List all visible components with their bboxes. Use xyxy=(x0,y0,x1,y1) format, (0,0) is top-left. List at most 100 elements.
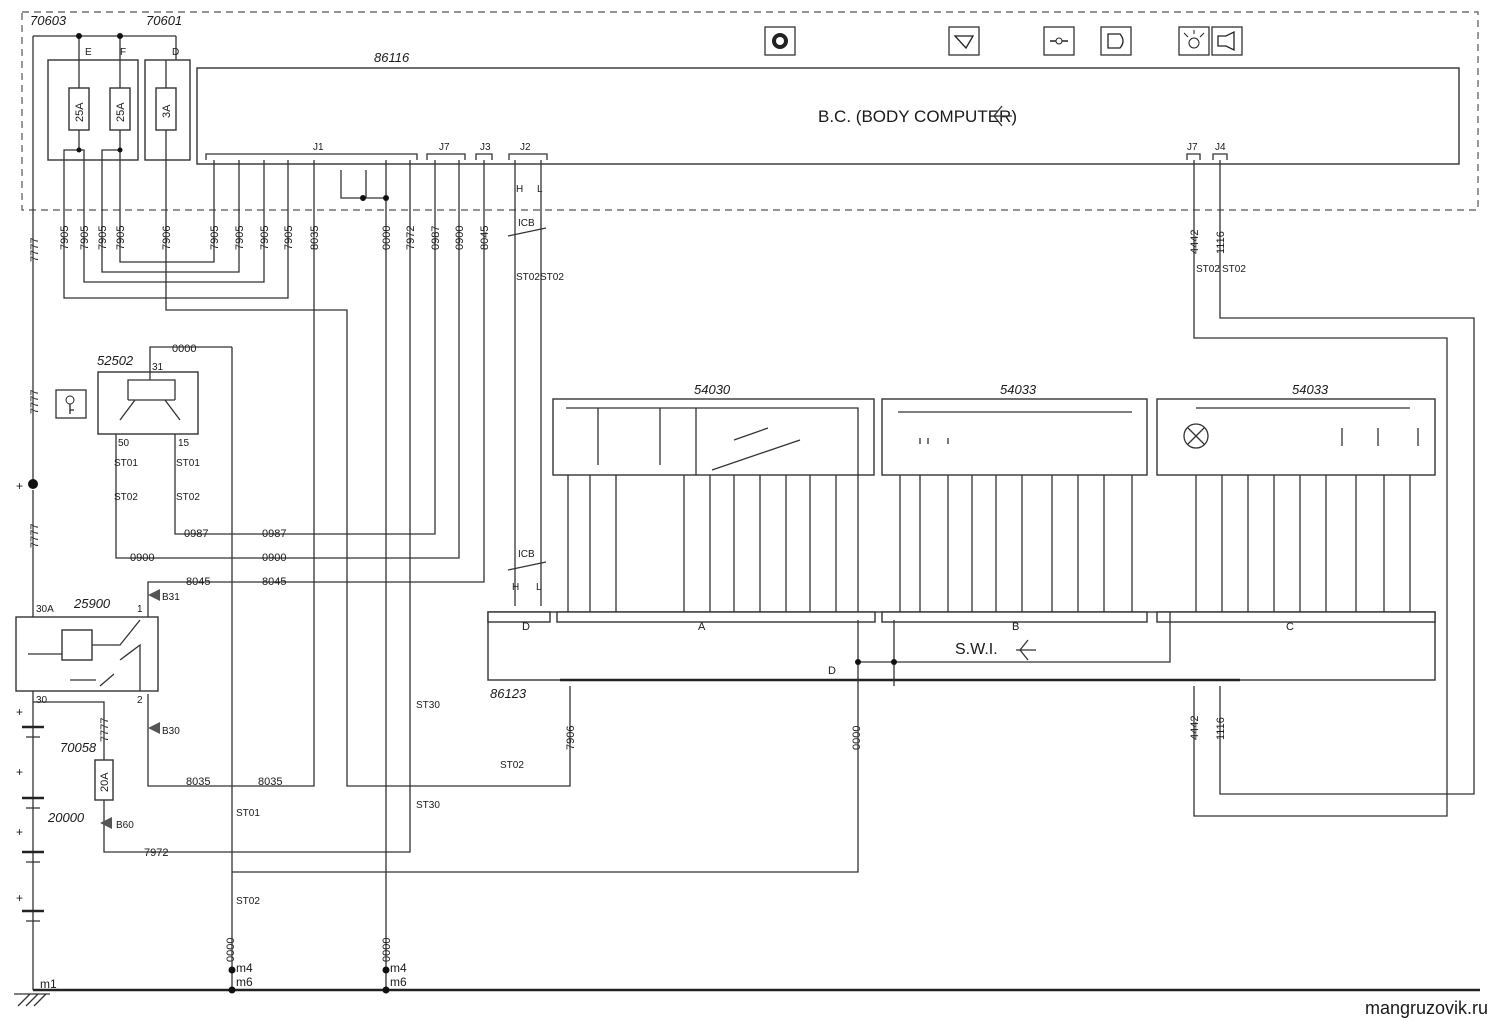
svg-text:0987: 0987 xyxy=(184,528,208,540)
conn-j1: J1 xyxy=(313,142,324,153)
svg-text:0000: 0000 xyxy=(381,226,393,250)
svg-text:8045: 8045 xyxy=(479,226,491,250)
svg-text:8045: 8045 xyxy=(262,576,286,588)
svg-text:ST30: ST30 xyxy=(416,800,440,811)
splice-labels: ST02 ST02 ST02 ST02 ST01 ST01 ST02 ST02 … xyxy=(114,264,1246,907)
svg-text:ST01: ST01 xyxy=(114,458,138,469)
svg-text:0900: 0900 xyxy=(262,552,286,564)
svg-text:+: + xyxy=(16,891,23,905)
label-86116: 86116 xyxy=(374,50,410,65)
ground-symbol xyxy=(990,105,1012,127)
svg-text:ST01: ST01 xyxy=(176,458,200,469)
svg-text:7906: 7906 xyxy=(565,726,577,750)
conn-j2: J2 xyxy=(520,142,531,153)
svg-text:B30: B30 xyxy=(162,726,180,737)
battery-20000: 20000 + + + + xyxy=(16,705,85,922)
svg-text:ST02: ST02 xyxy=(1222,264,1246,275)
svg-text:7905: 7905 xyxy=(234,226,246,250)
pin-d: D xyxy=(172,47,179,58)
bc-j2-h: H xyxy=(516,184,523,195)
ground-m4: m4 xyxy=(390,961,407,975)
bc-j2-l: L xyxy=(537,184,543,195)
svg-text:B31: B31 xyxy=(162,592,180,603)
icb-label-1: ICB xyxy=(518,218,535,229)
svg-text:B: B xyxy=(1012,621,1019,633)
svg-text:0000: 0000 xyxy=(172,343,196,355)
svg-text:54030: 54030 xyxy=(694,382,731,397)
svg-text:ST02: ST02 xyxy=(1196,264,1220,275)
pin-f: F xyxy=(120,47,126,58)
svg-text:70058: 70058 xyxy=(60,740,97,755)
icb-label-2: ICB xyxy=(518,549,535,560)
svg-text:86123: 86123 xyxy=(490,686,527,701)
svg-text:ST02: ST02 xyxy=(236,896,260,907)
svg-text:7972: 7972 xyxy=(144,847,168,859)
svg-text:ST02: ST02 xyxy=(114,492,138,503)
svg-text:20000: 20000 xyxy=(47,810,85,825)
fuse-3a-label: 3A xyxy=(161,104,173,118)
svg-text:7905: 7905 xyxy=(97,226,109,250)
wiper-icon xyxy=(948,26,980,56)
svg-text:1116: 1116 xyxy=(1215,717,1227,740)
fuse-70058: 70058 20A B60 xyxy=(60,740,134,831)
svg-text:7777: 7777 xyxy=(29,524,41,548)
ground-m6-b: m6 xyxy=(390,975,407,989)
svg-text:8035: 8035 xyxy=(186,776,210,788)
svg-text:ST01: ST01 xyxy=(236,808,260,819)
svg-text:ST02: ST02 xyxy=(540,272,564,283)
svg-text:0000: 0000 xyxy=(225,938,237,962)
conn-j4: J4 xyxy=(1215,142,1226,153)
alarm-icon xyxy=(764,26,796,56)
svg-text:7905: 7905 xyxy=(59,226,71,250)
svg-text:A: A xyxy=(698,621,706,633)
svg-text:+: + xyxy=(16,705,23,719)
svg-text:4442: 4442 xyxy=(1189,716,1201,740)
svg-text:7905: 7905 xyxy=(115,226,127,250)
svg-text:ST02: ST02 xyxy=(516,272,540,283)
svg-text:ST02: ST02 xyxy=(500,760,524,771)
body-computer-label: B.C. (BODY COMPUTER) xyxy=(818,107,1017,126)
wire-codes: 7777 7777 7777 7905 7905 7905 7905 7906 … xyxy=(29,226,1227,962)
interior-light-icon xyxy=(1178,26,1210,56)
pin-e: E xyxy=(85,47,92,58)
swi-module-86123: D A B C S.W.I. D 86123 xyxy=(487,611,1436,701)
svg-text:ST02: ST02 xyxy=(176,492,200,503)
watermark: mangruzovik.ru xyxy=(1364,998,1488,1018)
conn-j3: J3 xyxy=(480,142,491,153)
ignition-switch-52502: 52502 31 50 15 xyxy=(97,346,233,990)
svg-text:7972: 7972 xyxy=(405,226,417,250)
conn-j7: J7 xyxy=(439,142,450,153)
svg-text:ST30: ST30 xyxy=(416,700,440,711)
svg-text:7777: 7777 xyxy=(29,238,41,262)
chassis-ground-icon xyxy=(14,993,50,1007)
fog-light-icon xyxy=(1043,26,1075,56)
svg-text:1: 1 xyxy=(137,604,143,615)
svg-text:7905: 7905 xyxy=(259,226,271,250)
horn-icon xyxy=(1211,26,1243,56)
label-70601: 70601 xyxy=(146,13,182,28)
svg-text:0900: 0900 xyxy=(454,226,466,250)
svg-text:20A: 20A xyxy=(99,772,111,792)
svg-text:7777: 7777 xyxy=(99,718,111,742)
icb-h: H xyxy=(512,582,519,593)
svg-text:B60: B60 xyxy=(116,820,134,831)
fuse-25a-label-2: 25A xyxy=(115,102,127,122)
ground-m1: m1 xyxy=(40,977,57,991)
svg-text:7777: 7777 xyxy=(29,390,41,414)
svg-text:1116: 1116 xyxy=(1215,231,1227,254)
svg-text:50: 50 xyxy=(118,438,130,449)
icb-marks xyxy=(507,227,547,571)
svg-text:30: 30 xyxy=(36,695,48,706)
svg-text:C: C xyxy=(1286,621,1294,633)
body-computer-box xyxy=(196,67,1460,165)
ground-m6-a: m6 xyxy=(236,975,253,989)
svg-text:30A: 30A xyxy=(36,604,54,615)
svg-text:0000: 0000 xyxy=(381,938,393,962)
swi-label: S.W.I. xyxy=(955,641,998,658)
svg-text:7905: 7905 xyxy=(283,226,295,250)
svg-text:7905: 7905 xyxy=(79,226,91,250)
svg-text:31: 31 xyxy=(152,362,164,373)
svg-text:0000: 0000 xyxy=(851,726,863,750)
svg-text:7905: 7905 xyxy=(209,226,221,250)
